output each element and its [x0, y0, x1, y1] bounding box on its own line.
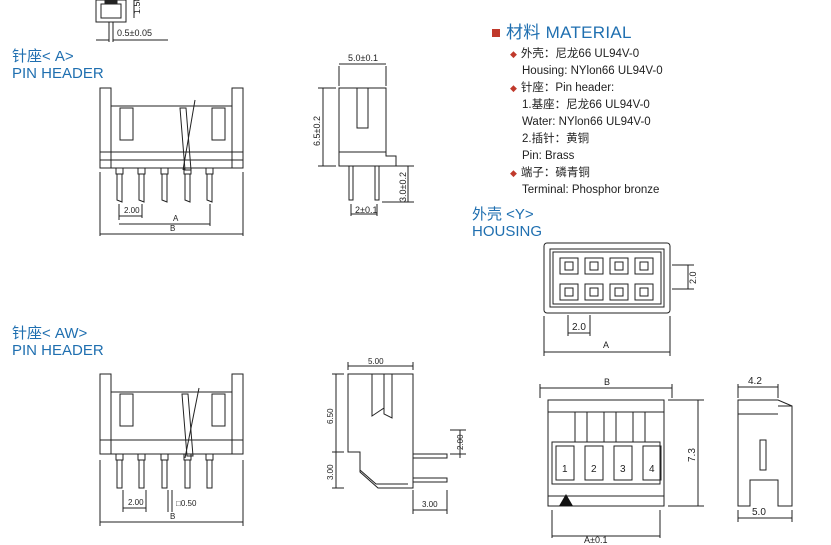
material-line-text: 端子：磷青铜 — [520, 167, 590, 179]
material-line: Terminal: Phosphor bronze — [510, 182, 663, 199]
pin-base — [160, 453, 169, 461]
a-front-pitch: 2.00 — [124, 206, 140, 215]
pin-base — [205, 453, 214, 461]
cavity-pin — [564, 261, 574, 271]
terminal-slot — [613, 445, 633, 481]
pin-lead — [116, 459, 123, 489]
material-title-text: 材料 MATERIAL — [506, 23, 632, 42]
slot-number: 2 — [591, 464, 597, 475]
material-line: ◆端子：磷青铜 — [510, 165, 663, 182]
cavity-pin — [639, 261, 649, 271]
material-line-text: 2.插针：黄铜 — [522, 133, 590, 145]
section-a-title-en: PIN HEADER — [12, 65, 104, 82]
cavity-cell — [609, 283, 629, 301]
pin-lead — [138, 459, 145, 489]
a-front-B: B — [170, 224, 175, 233]
material-line: ◆针座：Pin header: — [510, 80, 663, 97]
aw-side-view: 5.00 6.50 3.00 2.00 3.00 — [326, 357, 466, 514]
y-front-height: 7.3 — [687, 448, 698, 462]
section-aw-title-cn: 针座< AW> — [12, 325, 88, 342]
a-side-width: 5.0±0.1 — [348, 53, 378, 63]
y-top-view: 2.0 2.0 A — [543, 242, 698, 356]
pin-lead — [184, 459, 191, 489]
y-front-view: 1 2 3 4 B 7.3 A±0.1 — [539, 377, 704, 545]
cavity-cell — [609, 257, 629, 275]
top-fragment: 0.5±0.05 1.50 — [95, 0, 168, 42]
slot-number: 4 — [649, 464, 655, 475]
section-aw-title-en: PIN HEADER — [12, 342, 104, 359]
aw-front-pitch: 2.00 — [128, 498, 144, 507]
y-side-view: 4.2 5.0 — [737, 376, 793, 522]
cavity-pin — [564, 287, 574, 297]
aw-side-lead: 2.00 — [456, 434, 465, 450]
material-line-text: 针座：Pin header: — [520, 82, 615, 94]
material-line-text: Pin: Brass — [522, 150, 575, 162]
a-side-height: 6.5±0.2 — [312, 116, 322, 146]
material-line: Water: NYlon66 UL94V-0 — [510, 114, 663, 131]
slot-number: 3 — [620, 464, 626, 475]
material-line: Housing: NYlon66 UL94V-0 — [510, 63, 663, 80]
cavity-pin — [614, 261, 624, 271]
a-side-pitch: 2±0.1 — [355, 205, 377, 215]
cavity-cell — [634, 257, 654, 275]
y-side-width: 4.2 — [748, 376, 762, 387]
cavity-cell — [634, 283, 654, 301]
cavity-pin — [639, 287, 649, 297]
aw-side-pin: 3.00 — [326, 464, 335, 480]
slot-number: 1 — [562, 464, 568, 475]
material-title: 材料 MATERIAL — [492, 18, 663, 43]
material-line: ◆外壳：尼龙66 UL94V-0 — [510, 46, 663, 63]
pin-lead — [161, 459, 168, 489]
material-line-text: 外壳：尼龙66 UL94V-0 — [520, 48, 640, 60]
aw-front-pin: □0.50 — [176, 499, 197, 508]
a-side-view: 5.0±0.1 6.5±0.2 3.0±0.2 2±0.1 — [312, 53, 414, 216]
a-front-A: A — [173, 214, 179, 223]
material-line: 2.插针：黄铜 — [510, 131, 663, 148]
diamond-bullet-icon: ◆ — [510, 49, 517, 59]
aw-front-B: B — [170, 512, 175, 521]
cavity-cell — [559, 257, 579, 275]
pin-base — [137, 453, 146, 461]
cavity-pin — [614, 287, 624, 297]
terminal-slot — [584, 445, 604, 481]
top-height-label: 1.50 — [132, 0, 142, 14]
y-front-A: A±0.1 — [584, 535, 607, 545]
y-front-B: B — [604, 377, 610, 387]
material-line-text: Water: NYlon66 UL94V-0 — [522, 116, 651, 128]
cavity-pin — [589, 287, 599, 297]
pin-lead — [206, 459, 213, 489]
bullet-square-icon — [492, 29, 500, 37]
section-y-title-en: HOUSING — [472, 223, 543, 240]
a-front-view: 2.00 A B — [99, 87, 244, 236]
material-line-text: Housing: NYlon66 UL94V-0 — [522, 65, 663, 77]
section-y-title-cn: 外壳 <Y> — [472, 206, 534, 223]
pin-base — [115, 453, 124, 461]
diamond-bullet-icon: ◆ — [510, 83, 517, 93]
aw-side-height: 6.50 — [326, 408, 335, 424]
diamond-bullet-icon: ◆ — [510, 168, 517, 178]
terminal-slot — [642, 445, 662, 481]
cavity-cell — [584, 257, 604, 275]
cavity-cell — [584, 283, 604, 301]
material-line-text: Terminal: Phosphor bronze — [522, 184, 660, 196]
y-top-A: A — [603, 340, 609, 350]
a-side-pin: 3.0±0.2 — [398, 172, 408, 202]
y-top-h: 2.0 — [688, 271, 698, 284]
aw-side-width: 5.00 — [368, 357, 384, 366]
material-line-text: 1.基座：尼龙66 UL94V-0 — [522, 99, 650, 111]
top-width-label: 0.5±0.05 — [117, 28, 152, 38]
terminal-slot — [555, 445, 575, 481]
material-line: Pin: Brass — [510, 148, 663, 165]
aw-side-lead-w: 3.00 — [422, 500, 438, 509]
material-line: 1.基座：尼龙66 UL94V-0 — [510, 97, 663, 114]
y-top-pitch: 2.0 — [572, 322, 586, 333]
cavity-pin — [589, 261, 599, 271]
y-side-bottom: 5.0 — [752, 507, 766, 518]
aw-front-view: 2.00 □0.50 B — [99, 373, 244, 526]
section-a-title-cn: 针座< A> — [12, 48, 74, 65]
cavity-cell — [559, 283, 579, 301]
